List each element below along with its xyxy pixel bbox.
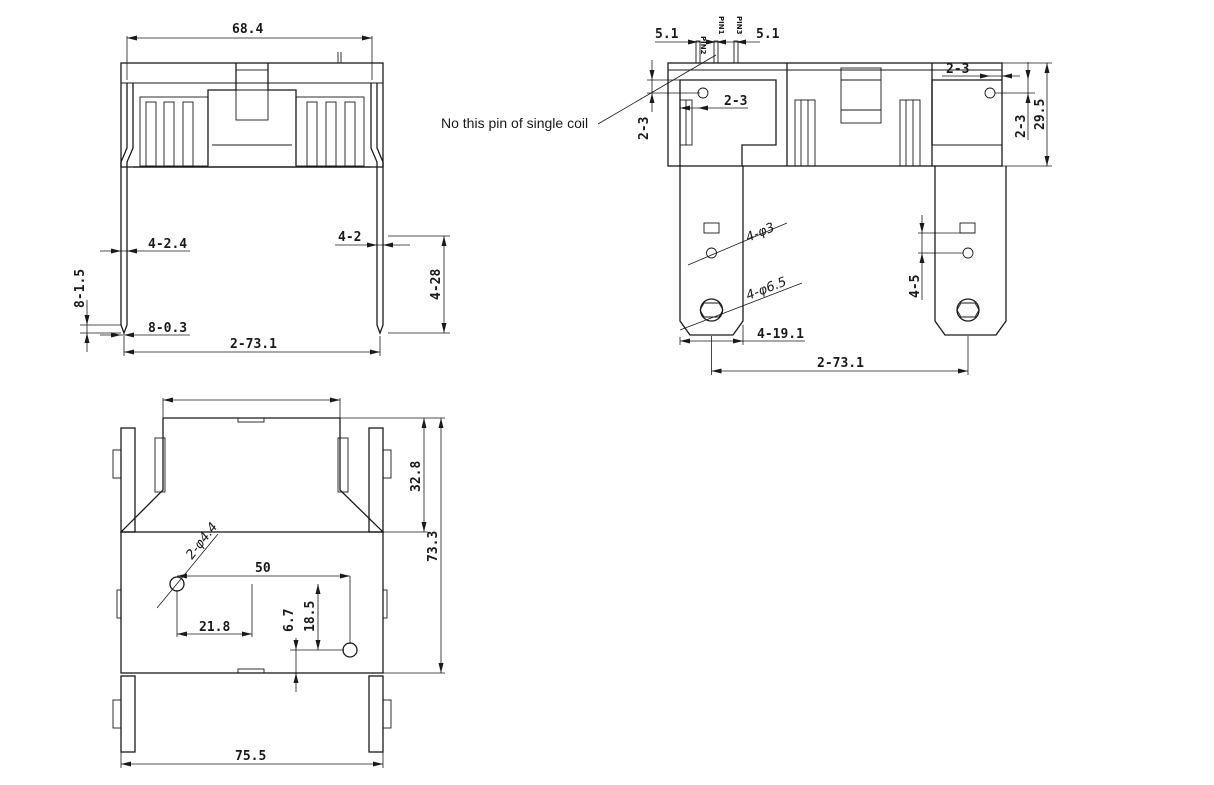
dim-front-pin-width: 4-2	[338, 230, 361, 245]
dim-large-hole: 4-φ6.5	[744, 275, 789, 304]
dim-terminal-width: 4-19.1	[757, 327, 804, 342]
dim-front-thickness: 8-1.5	[73, 269, 88, 308]
dim-offset-y-small: 6.7	[282, 609, 297, 632]
dim-total-width: 75.5	[235, 749, 266, 764]
pin2-label: PIN2	[699, 36, 707, 55]
dim-front-hole: 4-2.4	[148, 237, 187, 252]
dim-pin-spacing-left: 5.1	[655, 27, 679, 42]
dim-terminal-pitch: 2-73.1	[817, 356, 864, 371]
dim-front-pitch: 2-73.1	[230, 337, 277, 352]
dim-side-hole-h-left: 2-3	[724, 94, 747, 109]
side-view: PIN2 PIN1 PIN3 5.1 5.1 No this pin of si…	[441, 16, 1052, 375]
dim-depth-partial: 32.8	[409, 461, 424, 492]
dim-front-width: 68.4	[232, 22, 263, 37]
pin3-label: PIN3	[735, 16, 743, 35]
bottom-view: 2-φ4.4 50 21.8 18.5 6.7 32.8	[112, 397, 445, 768]
dim-offset-y: 18.5	[303, 601, 318, 632]
dim-front-tab-thickness: 8-0.3	[148, 321, 187, 336]
dim-side-height: 29.5	[1033, 99, 1048, 130]
dim-front-pin-length: 4-28	[429, 269, 444, 300]
single-coil-note: No this pin of single coil	[441, 115, 588, 131]
dim-small-hole: 4-φ3	[744, 220, 777, 245]
dim-side-hole-h-right: 2-3	[946, 62, 969, 77]
front-view: 68.4 4-2.4 4-2 4-28 8-1.5 8-0.3	[73, 22, 450, 356]
dim-slot-offset: 4-5	[908, 275, 923, 298]
pin1-label: PIN1	[717, 16, 725, 35]
dim-side-hole-v-right: 2-3	[1014, 115, 1029, 138]
dim-depth-total: 73.3	[426, 531, 441, 562]
dim-side-hole-v-left: 2-3	[637, 117, 652, 140]
dim-pin-spacing-right: 5.1	[756, 27, 780, 42]
dim-offset-x: 21.8	[199, 620, 230, 635]
dim-hole-spacing: 50	[255, 561, 271, 576]
dim-mount-hole: 2-φ4.4	[183, 520, 221, 563]
